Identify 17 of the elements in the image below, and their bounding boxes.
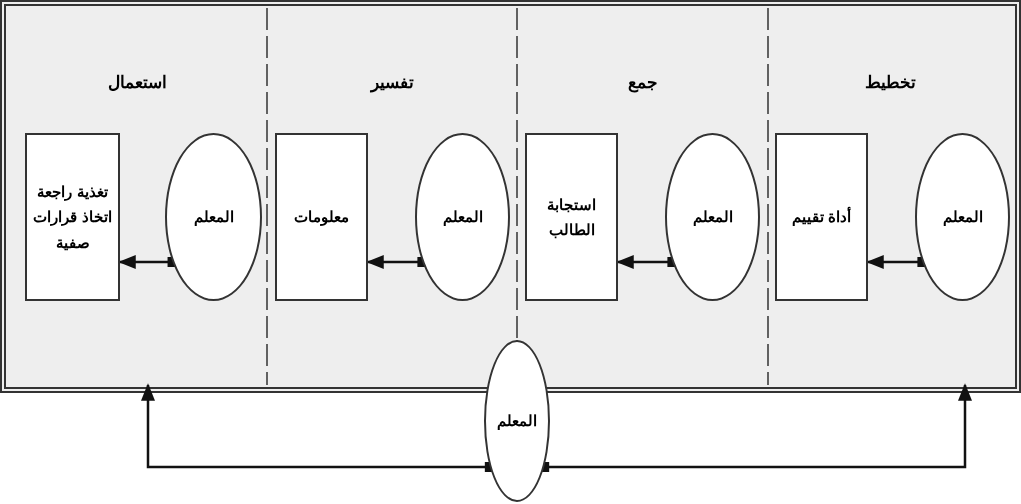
process-box [775,133,868,301]
node-label: المعلم [692,207,733,228]
stage-heading: تفسير [370,72,414,95]
stage-heading: استعمال [108,72,167,94]
stage-heading: جمع [627,72,658,95]
node-label: المعلم [193,207,234,228]
node-label: المعلم [497,411,537,432]
process-box [25,133,120,301]
node-label: المعلم [442,207,483,228]
process-box [275,133,368,301]
node-label: معلومات [294,207,349,228]
node-label: تغذية راجعة اتخاذ قرارات صفية [32,181,113,253]
stage-heading: تخطيط [865,72,916,94]
process-box [525,133,618,301]
node-label: المعلم [942,207,983,228]
node-label: استجابة الطالب [546,194,597,241]
node-label: أداة تقييم [791,205,852,228]
